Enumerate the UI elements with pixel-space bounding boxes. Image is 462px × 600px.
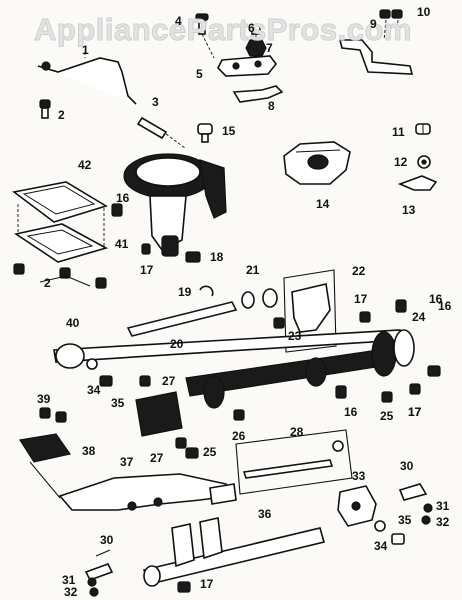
rod-box-part-28 — [235, 429, 353, 495]
lever-part-37 — [58, 473, 237, 511]
callout-label-1: 1 — [82, 43, 89, 57]
screw-part-16-left — [111, 203, 123, 217]
washer-part-21 — [241, 288, 278, 309]
callout-label-7: 7 — [266, 41, 273, 55]
callout-label-9: 9 — [370, 17, 377, 31]
callout-label-16: 16 — [438, 299, 452, 313]
callout-label-38: 38 — [82, 444, 96, 458]
callout-label-14: 14 — [316, 197, 330, 211]
callout-label-16: 16 — [429, 292, 443, 306]
callout-label-2: 2 — [58, 108, 65, 122]
callout-label-17: 17 — [408, 405, 422, 419]
callout-label-2: 2 — [44, 276, 51, 290]
screws-parts-16-17-25-27 — [139, 299, 441, 459]
block-part-33 — [337, 485, 377, 527]
callout-label-30: 30 — [400, 459, 414, 473]
screw-part-15 — [197, 123, 213, 143]
pin-part-3 — [136, 116, 186, 149]
callout-label-10: 10 — [417, 5, 431, 19]
callout-label-17: 17 — [140, 263, 154, 277]
callout-label-20: 20 — [170, 337, 184, 351]
callout-label-15: 15 — [222, 124, 236, 138]
callout-label-27: 27 — [162, 374, 176, 388]
callout-label-39: 39 — [37, 392, 51, 406]
callout-label-32: 32 — [64, 585, 78, 599]
callout-label-25: 25 — [203, 445, 217, 459]
screw-part-4 — [195, 13, 215, 59]
callout-label-40: 40 — [66, 316, 80, 330]
callout-label-35: 35 — [111, 396, 125, 410]
callout-label-31: 31 — [436, 499, 450, 513]
screws-part-2-bottom — [13, 263, 107, 289]
callout-label-27: 27 — [150, 451, 164, 465]
callout-label-18: 18 — [210, 250, 224, 264]
callout-label-4: 4 — [175, 14, 182, 28]
callout-label-41: 41 — [115, 237, 129, 251]
callout-label-34: 34 — [87, 383, 101, 397]
shaft-part-20 — [126, 301, 238, 337]
callout-label-31: 31 — [62, 573, 76, 587]
callout-label-35: 35 — [398, 513, 412, 527]
clip-part-13 — [397, 175, 438, 191]
callout-label-36: 36 — [258, 507, 272, 521]
callout-label-25: 25 — [380, 409, 394, 423]
screws-part-34-35-right — [374, 520, 405, 545]
callout-label-24: 24 — [412, 310, 426, 324]
callout-label-22: 22 — [352, 264, 366, 278]
rod-part-36 — [142, 517, 325, 593]
ring-part-19 — [199, 285, 214, 297]
hook-assembly — [123, 153, 227, 257]
callout-label-42: 42 — [78, 158, 92, 172]
callout-label-34: 34 — [374, 539, 388, 553]
screw-part-34-35-left — [86, 358, 113, 387]
callout-label-33: 33 — [352, 469, 366, 483]
callout-label-32: 32 — [436, 515, 450, 529]
callout-label-17: 17 — [354, 292, 368, 306]
spring-part-30-left — [84, 549, 114, 597]
callout-label-23: 23 — [288, 329, 302, 343]
watermark-text: AppliancePartsPros.com — [34, 12, 412, 48]
main-shaft — [53, 329, 415, 437]
bobbin-case-part-14 — [283, 141, 351, 185]
callout-label-17: 17 — [200, 577, 214, 591]
screw-part-18 — [185, 251, 201, 263]
callout-label-3: 3 — [152, 95, 159, 109]
screw-part-2-top — [39, 99, 51, 119]
bracket-part-38 — [19, 407, 72, 499]
callout-label-12: 12 — [394, 155, 408, 169]
callout-label-8: 8 — [268, 99, 275, 113]
screw-part-17-left — [141, 243, 151, 255]
callout-label-11: 11 — [392, 125, 405, 139]
plunger-part-30-right — [398, 483, 433, 525]
lever-part-8 — [232, 85, 284, 103]
callout-label-30: 30 — [100, 533, 114, 547]
cover-plate-part-42 — [12, 181, 108, 223]
rod-part-1 — [37, 52, 137, 105]
crank-box-part-22 — [273, 269, 337, 353]
bracket-part-5 — [217, 55, 278, 77]
callout-label-6: 6 — [248, 21, 255, 35]
callout-label-13: 13 — [402, 203, 416, 217]
callout-label-5: 5 — [196, 67, 203, 81]
callout-label-19: 19 — [178, 285, 192, 299]
callout-label-37: 37 — [120, 455, 134, 469]
callout-label-16: 16 — [344, 405, 358, 419]
callout-label-26: 26 — [232, 429, 246, 443]
nut-part-6-7 — [245, 25, 267, 57]
screw-part-11 — [415, 123, 431, 135]
bracket-part-9 — [338, 9, 414, 75]
callout-label-28: 28 — [290, 425, 304, 439]
gasket-part-41 — [13, 204, 109, 263]
callout-label-21: 21 — [246, 263, 260, 277]
callout-label-16: 16 — [116, 191, 130, 205]
callout-label-17: 17 — [408, 405, 422, 419]
washer-part-12 — [417, 155, 431, 169]
